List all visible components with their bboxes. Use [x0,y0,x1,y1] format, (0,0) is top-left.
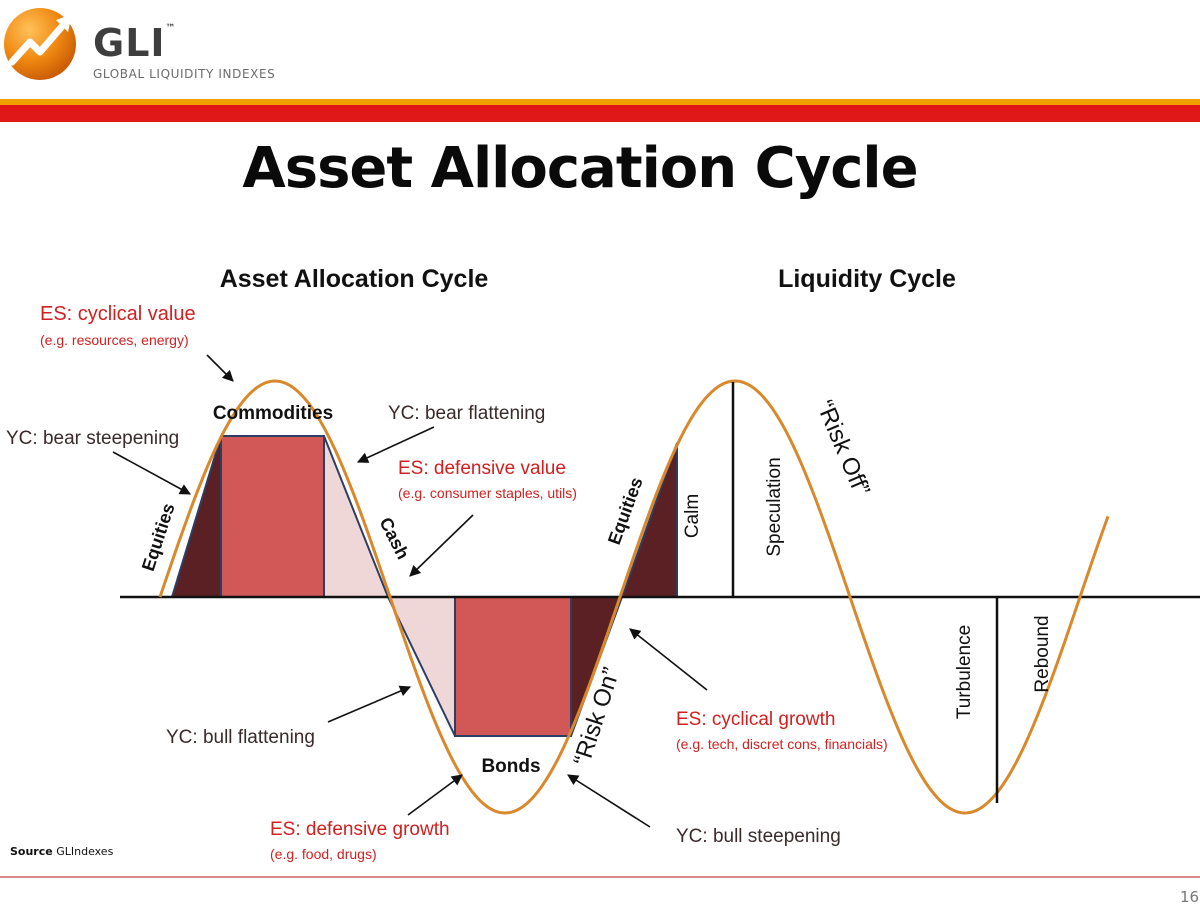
es-cyclical-value-eg: (e.g. resources, energy) [40,332,189,348]
arrow-bear-flattening [356,426,435,463]
risk-off-label: “Risk Off” [811,396,875,499]
yc-bull-flattening: YC: bull flattening [166,727,315,748]
brand-name: GLI™ [93,21,177,65]
commodities-phase [220,435,325,598]
header-divider-red [0,105,1200,122]
arrow-cyclical-growth [629,628,708,691]
yc-bear-flattening: YC: bear flattening [388,403,545,424]
source-note: Source GLIndexes [10,845,113,858]
bonds-label: Bonds [481,756,540,777]
es-defensive-value-eg: (e.g. consumer staples, utils) [398,485,577,501]
right-panel-heading: Liquidity Cycle [778,265,956,293]
arrow-bear-steepening [112,451,191,495]
equities-left-phase [170,435,222,598]
turbulence-label: Turbulence [954,625,975,719]
yc-bull-steepening: YC: bull steepening [676,826,841,847]
calm-label: Calm [682,494,703,538]
bonds-phase [454,596,572,737]
es-cyclical-value: ES: cyclical value [40,303,196,325]
es-defensive-growth-eg: (e.g. food, drugs) [270,846,377,862]
rebound-label: Rebound [1032,615,1053,692]
es-defensive-value: ES: defensive value [398,458,566,479]
es-cyclical-growth: ES: cyclical growth [676,709,835,730]
yc-bear-steepening: YC: bear steepening [6,428,179,449]
trademark-mark: ™ [165,23,177,34]
header-divider-orange [0,99,1200,105]
speculation-label: Speculation [764,457,785,556]
source-text: GLIndexes [52,845,114,858]
header-bar: GLI™ GLOBAL LIQUIDITY INDEXES [0,0,1200,100]
commodities-label: Commodities [213,403,333,424]
cash-label: Cash [375,514,413,562]
footer-divider [0,876,1200,878]
arrow-cyclical-value [206,354,234,382]
arrow-defensive-growth [407,774,463,816]
page-number: 16 [1180,888,1200,906]
arrow-bull-steepening [567,774,651,828]
brand-subtitle: GLOBAL LIQUIDITY INDEXES [93,67,276,81]
left-panel-heading: Asset Allocation Cycle [220,265,489,293]
arrow-defensive-value [409,514,474,577]
cash-phase [323,435,390,598]
page-title: Asset Allocation Cycle [242,136,918,201]
arrow-bull-flattening [327,685,412,723]
cycle-curve [158,379,1110,815]
es-defensive-growth: ES: defensive growth [270,819,450,840]
es-cyclical-growth-eg: (e.g. tech, discret cons, financials) [676,736,888,752]
gli-logo-icon [4,8,76,80]
source-label: Source [10,845,53,858]
